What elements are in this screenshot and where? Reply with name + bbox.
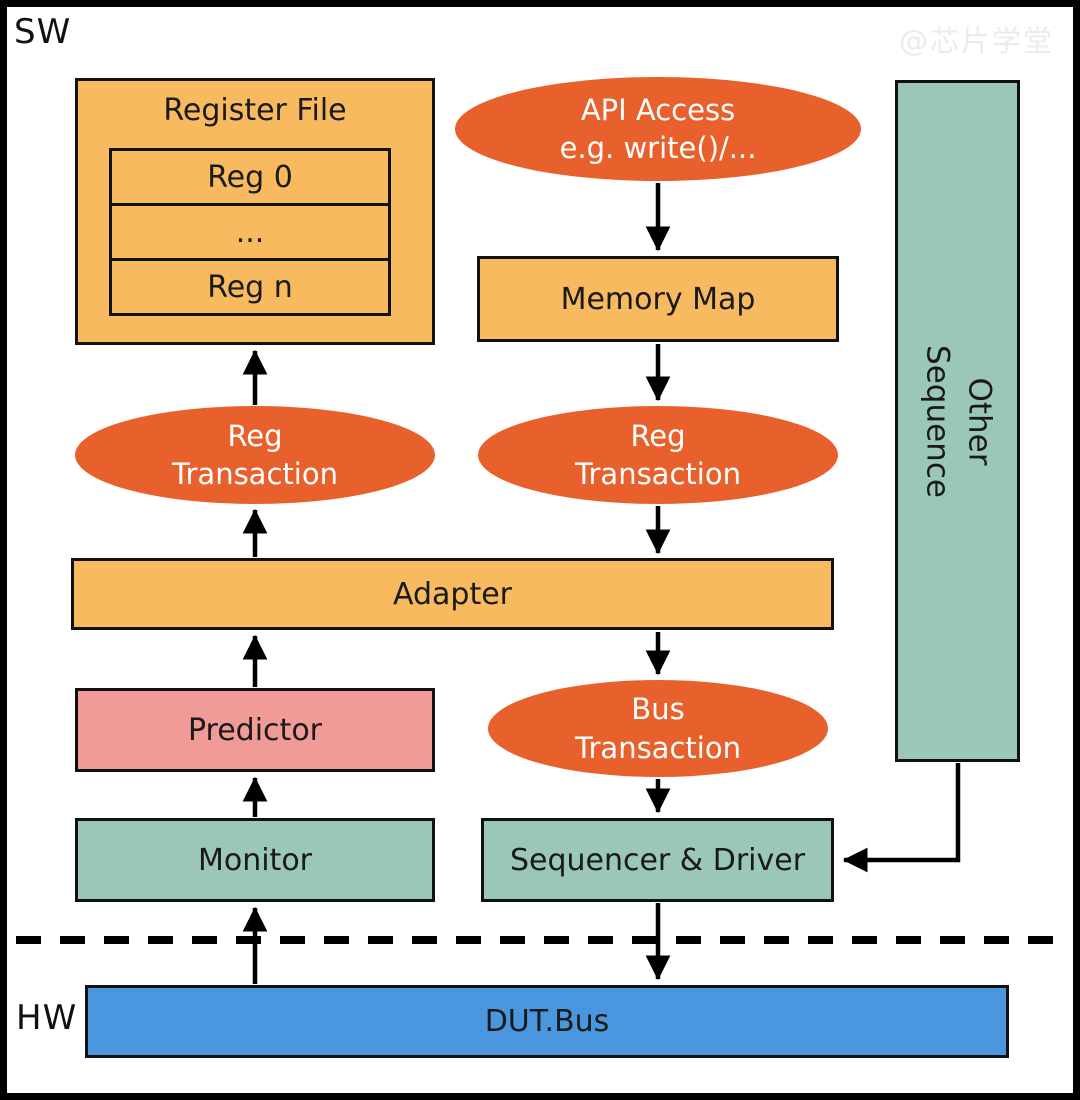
- register-row-ellipsis: ...: [112, 203, 388, 258]
- monitor-box: Monitor: [75, 818, 435, 902]
- other-sequence-line2: Sequence: [919, 345, 956, 498]
- monitor-label: Monitor: [197, 842, 313, 878]
- api-access-ellipse: API Access e.g. write()/...: [455, 77, 861, 181]
- adapter-box: Adapter: [71, 558, 834, 630]
- watermark-text: @芯片学堂: [898, 24, 1054, 58]
- other-sequence-vertical-text: Other Sequence: [895, 81, 1020, 763]
- bus-transaction-ellipse: Bus Transaction: [488, 680, 828, 777]
- memory-map-box: Memory Map: [477, 256, 839, 342]
- register-row-n: Reg n: [112, 258, 388, 313]
- other-sequence-box: Other Sequence: [895, 80, 1020, 762]
- api-access-line2: e.g. write()/...: [559, 131, 757, 165]
- reg-transaction-right-line2: Transaction: [575, 457, 741, 491]
- arrow-othersequence-to-sequencer: [842, 763, 961, 873]
- memory-map-label: Memory Map: [560, 281, 756, 317]
- register-file-box: Register File Reg 0 ... Reg n: [75, 78, 435, 345]
- sw-zone-label: SW: [14, 12, 72, 52]
- reg-transaction-right-ellipse: Reg Transaction: [478, 406, 838, 504]
- adapter-label: Adapter: [392, 576, 513, 612]
- bus-transaction-line2: Transaction: [575, 730, 741, 765]
- reg-transaction-right-line1: Reg: [630, 418, 686, 453]
- reg-transaction-left-line2: Transaction: [172, 457, 338, 491]
- register-row-0: Reg 0: [207, 159, 293, 195]
- api-access-line1: API Access: [580, 92, 736, 127]
- register-file-title: Register File: [163, 93, 347, 128]
- dut-bus-label: DUT.Bus: [484, 1004, 610, 1039]
- sequencer-driver-box: Sequencer & Driver: [481, 818, 834, 902]
- reg-transaction-left-line1: Reg: [227, 418, 283, 453]
- predictor-label: Predictor: [187, 712, 323, 748]
- register-table: Reg 0 ... Reg n: [109, 148, 391, 316]
- reg-transaction-left-ellipse: Reg Transaction: [75, 406, 435, 504]
- hw-zone-label: HW: [16, 998, 78, 1038]
- dut-bus-box: DUT.Bus: [85, 985, 1009, 1058]
- sequencer-driver-label: Sequencer & Driver: [509, 842, 806, 878]
- predictor-box: Predictor: [75, 688, 435, 772]
- bus-transaction-line1: Bus: [631, 692, 685, 727]
- other-sequence-line1: Other: [961, 377, 998, 466]
